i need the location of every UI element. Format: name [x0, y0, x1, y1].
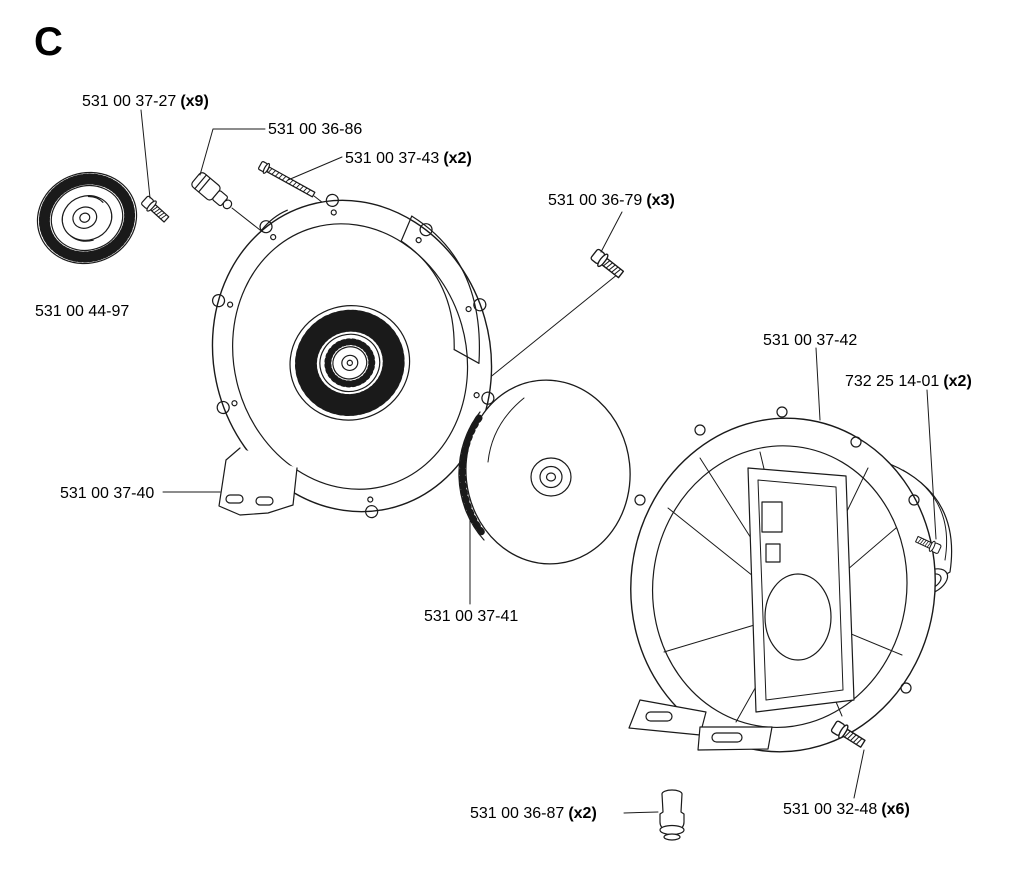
part-number: 531 00 37-42: [763, 332, 858, 349]
part-number: 531 00 36-79: [548, 192, 643, 209]
part-number: 531 00 36-86: [268, 121, 363, 138]
housing-feet: [628, 699, 773, 751]
part-label-531-00-36-86: 531 00 36-86: [268, 120, 366, 139]
part-number: 531 00 36-87: [470, 805, 565, 822]
volute-channel: [400, 215, 481, 364]
rubber-buffer: [659, 789, 685, 841]
part-qty: (x2): [568, 805, 597, 822]
screw-37-27: [139, 194, 172, 225]
section-letter: C: [34, 20, 63, 64]
part-label-531-00-36-87: 531 00 36-87(x2): [470, 804, 597, 823]
part-label-531-00-37-41: 531 00 37-41: [424, 607, 522, 626]
fan-wheel: [36, 171, 138, 265]
mounting-bracket: [218, 447, 298, 516]
housing-hub: [289, 305, 411, 421]
part-number: 732 25 14-01: [845, 373, 940, 390]
part-qty: (x6): [881, 801, 910, 818]
part-label-531-00-37-40: 531 00 37-40: [60, 484, 158, 503]
part-label-531-00-44-97: 531 00 44-97: [35, 302, 133, 321]
part-label-531-00-36-79: 531 00 36-79(x3): [548, 191, 675, 210]
part-number: 531 00 32-48: [783, 801, 878, 818]
part-number: 531 00 37-40: [60, 485, 155, 502]
impeller-fan: [458, 379, 631, 565]
part-qty: (x3): [646, 192, 675, 209]
part-label-531-00-37-27: 531 00 37-27(x9): [82, 92, 209, 111]
housing-rim-tabs: [634, 406, 920, 694]
screw-37-43: [256, 159, 317, 201]
fan-housing-right: [628, 406, 953, 753]
part-number: 531 00 37-43: [345, 150, 440, 167]
part-label-732-25-14-01: 732 25 14-01(x2): [845, 372, 972, 391]
part-number: 531 00 37-27: [82, 93, 177, 110]
part-qty: (x2): [443, 150, 472, 167]
part-number: 531 00 44-97: [35, 303, 130, 320]
fan-housing-left: [211, 193, 495, 519]
screw-36-79: [588, 247, 627, 282]
part-qty: (x9): [180, 93, 209, 110]
part-number: 531 00 37-41: [424, 608, 519, 625]
part-qty: (x2): [943, 373, 972, 390]
part-label-531-00-37-43: 531 00 37-43(x2): [345, 149, 472, 168]
rubber-plug: [191, 172, 233, 210]
part-label-531-00-32-48: 531 00 32-48(x6): [783, 800, 910, 819]
leader-lines: [140, 109, 937, 814]
part-label-531-00-37-42: 531 00 37-42: [763, 331, 861, 350]
engine-mount-plate: [747, 467, 855, 713]
